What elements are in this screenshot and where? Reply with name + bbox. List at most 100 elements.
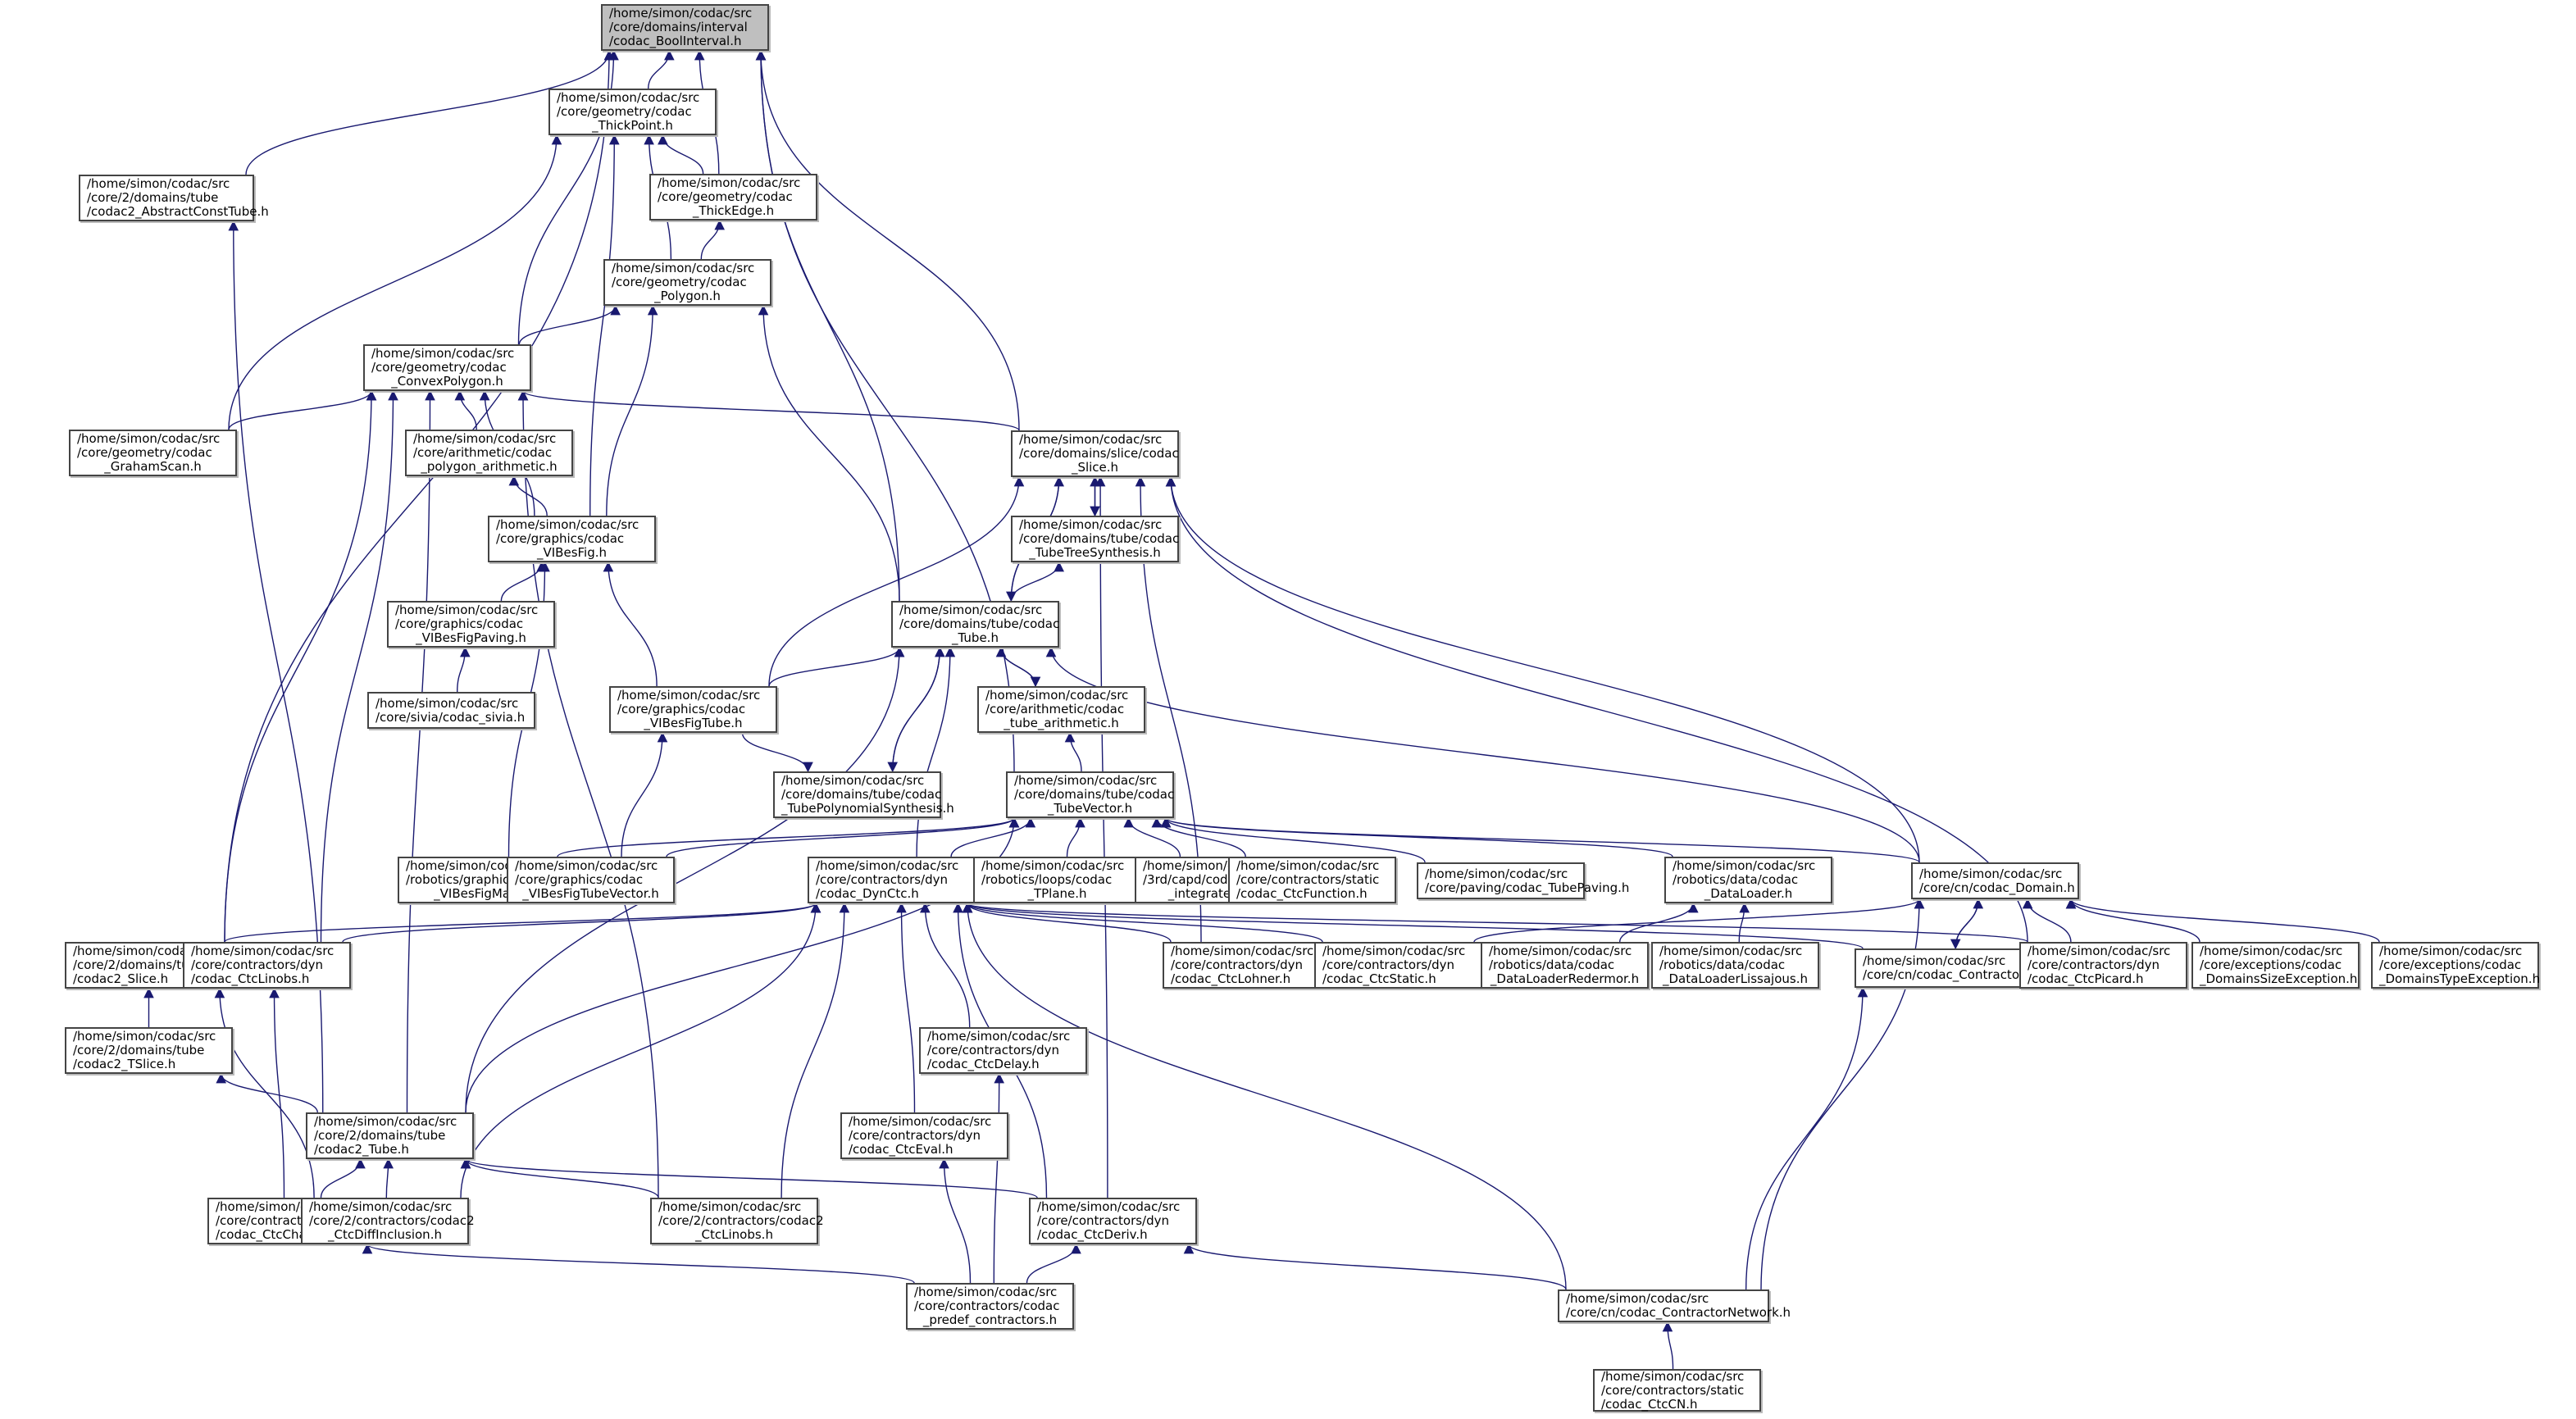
dependency-edge xyxy=(781,902,850,1198)
dependency-edge xyxy=(993,1072,1004,1284)
graph-node[interactable]: /home/simon/codac/src/core/contractors/d… xyxy=(840,1112,1008,1159)
graph-node[interactable]: /home/simon/codac/src/core/domains/tube/… xyxy=(891,601,1059,648)
node-label-line: _VIBesFigTubeVector.h xyxy=(522,886,659,901)
graph-node[interactable]: /home/simon/codac/src/core/exceptions/co… xyxy=(2371,942,2540,989)
graph-node[interactable]: /home/simon/codac/src/core/cn/codac_Doma… xyxy=(1911,862,2079,899)
node-label-line: /core/contractors/dyn xyxy=(191,957,324,972)
node-label-line: /home/simon/codac/src xyxy=(985,688,1129,703)
dependency-edge xyxy=(383,1157,394,1198)
graph-node[interactable]: /home/simon/codac/src/core/arithmetic/co… xyxy=(977,686,1145,733)
dependency-edge xyxy=(666,816,1020,857)
node-label-line: /codac_CtcDelay.h xyxy=(927,1057,1040,1071)
graph-node[interactable]: /home/simon/codac/src/core/2/domains/tub… xyxy=(65,1027,233,1074)
node-label-line: /core/domains/tube/codac xyxy=(1019,531,1180,546)
node-label-line: _VIBesFigPaving.h xyxy=(416,630,526,645)
node-label-line: /core/cn/codac_Domain.h xyxy=(1919,880,2075,895)
graph-node[interactable]: /home/simon/codac/src/core/2/domains/tub… xyxy=(79,175,269,221)
graph-node[interactable]: /home/simon/codac/src/core/geometry/coda… xyxy=(363,344,531,391)
graph-node[interactable]: /home/simon/codac/src/core/geometry/coda… xyxy=(548,89,717,135)
graph-node[interactable]: /home/simon/codac/src/core/contractors/s… xyxy=(1593,1369,1761,1412)
dependency-edge xyxy=(1160,816,1426,863)
node-label-line: /home/simon/codac/src xyxy=(496,517,639,532)
dependency-edge xyxy=(1473,898,1925,943)
node-label-line: /robotics/data/codac xyxy=(1673,872,1799,887)
graph-node[interactable]: /home/simon/codac/src/core/paving/codac_… xyxy=(1417,862,1629,899)
node-label-line: /codac_BoolInterval.h xyxy=(609,34,742,48)
node-label-line: _TubePolynomialSynthesis.h xyxy=(781,801,954,816)
dependency-edge xyxy=(1662,1321,1674,1370)
node-label-line: _Slice.h xyxy=(1071,460,1119,475)
graph-node[interactable]: /home/simon/codac/src/core/graphics/coda… xyxy=(488,516,656,562)
dependency-edge xyxy=(658,134,704,175)
dependency-edge xyxy=(517,389,659,1198)
node-label-line: _TubeVector.h xyxy=(1047,801,1133,816)
graph-node[interactable]: /home/simon/codac/src/core/2/contractors… xyxy=(650,1198,824,1244)
graph-node[interactable]: /home/simon/codac/src/core/contractors/c… xyxy=(906,1283,1074,1330)
graph-node[interactable]: /home/simon/codac/src/core/contractors/d… xyxy=(808,857,976,903)
dependency-edge xyxy=(741,732,813,773)
node-label-line: _ConvexPolygon.h xyxy=(391,374,503,389)
dependency-edge xyxy=(1165,475,2028,943)
node-label-line: /core/2/domains/tube xyxy=(314,1128,446,1143)
node-label-line: /home/simon/codac/src xyxy=(557,90,700,105)
node-label-line: /codac_CtcDeriv.h xyxy=(1037,1227,1148,1242)
node-label-line: /core/graphics/codac xyxy=(496,531,625,546)
dependency-edge xyxy=(1151,816,1246,857)
node-label-line: /codac_DynCtc.h xyxy=(816,886,919,901)
graph-node[interactable]: /home/simon/codac/src/core/exceptions/co… xyxy=(2191,942,2360,989)
graph-node[interactable]: /home/simon/codac/src/core/domains/tube/… xyxy=(773,771,954,818)
node-label-line: /home/simon/codac/src xyxy=(2379,944,2523,958)
node-label-line: /core/cn/codac_Contractor.h xyxy=(1863,967,2036,982)
dependency-edge xyxy=(1000,647,1041,688)
dependency-edge xyxy=(962,902,1323,943)
dependency-edge xyxy=(224,902,821,943)
graph-node[interactable]: /home/simon/codac/src/core/contractors/d… xyxy=(183,942,351,989)
dependency-edge xyxy=(962,902,1567,1290)
graph-node[interactable]: /home/simon/codac/src/core/geometry/coda… xyxy=(603,259,771,306)
graph-node[interactable]: /home/simon/codac/src/core/domains/tube/… xyxy=(1011,516,1179,562)
dependency-edge xyxy=(589,134,620,516)
node-label-line: _VIBesFig.h xyxy=(536,545,608,560)
graph-node[interactable]: /home/simon/codac/src/core/domains/slice… xyxy=(1011,430,1179,477)
node-label-line: /core/contractors/dyn xyxy=(927,1043,1060,1057)
dependency-edge xyxy=(939,1157,972,1284)
graph-node[interactable]: /home/simon/codac/src/core/geometry/coda… xyxy=(649,174,817,221)
graph-node[interactable]: /home/simon/codac/src/core/arithmetic/co… xyxy=(405,430,573,476)
node-label-line: /home/simon/codac/src xyxy=(395,603,539,617)
graph-node[interactable]: /home/simon/codac/src/robotics/data/coda… xyxy=(1651,942,1819,989)
graph-node[interactable]: /home/simon/codac/src/core/graphics/coda… xyxy=(387,601,555,648)
graph-node[interactable]: /home/simon/codac/src/core/contractors/d… xyxy=(919,1027,1087,1074)
graph-node[interactable]: /home/simon/codac/src/core/contractors/d… xyxy=(2019,942,2187,989)
dependency-edge xyxy=(2065,898,2380,943)
graph-node[interactable]: /home/simon/codac/src/core/graphics/coda… xyxy=(609,686,777,733)
node-label-line: /home/simon/codac/src xyxy=(1673,858,1816,873)
dependency-edge xyxy=(557,816,1020,857)
graph-node[interactable]: /home/simon/codac/src/core/domains/tube/… xyxy=(1006,771,1174,818)
graph-node[interactable]: /home/simon/codac/src/core/contractors/s… xyxy=(1228,857,1396,903)
dependency-edge xyxy=(216,1072,318,1113)
node-label-line: /home/simon/codac/src xyxy=(2200,944,2343,958)
graph-node[interactable]: /home/simon/codac/src/core/2/domains/tub… xyxy=(306,1112,474,1159)
node-label-line: _Tube.h xyxy=(952,630,999,645)
graph-node[interactable]: /home/simon/codac/src/core/cn/codac_Cont… xyxy=(1558,1289,1791,1322)
graph-node[interactable]: /home/simon/codac/src/core/contractors/d… xyxy=(1163,942,1331,989)
graph-node[interactable]: /home/simon/codac/src/core/geometry/coda… xyxy=(69,430,237,476)
dependency-edge xyxy=(457,646,471,693)
graph-node[interactable]: /home/simon/codac/src/robotics/data/coda… xyxy=(1481,942,1649,989)
node-label-line: /home/simon/codac/src xyxy=(1659,944,1803,958)
graph-node[interactable]: /home/simon/codac/src/core/domains/inter… xyxy=(601,4,769,51)
node-label-line: /home/simon/codac/src xyxy=(1037,1199,1181,1214)
graph-node[interactable]: /home/simon/codac/src/core/sivia/codac_s… xyxy=(367,692,535,729)
graph-node[interactable]: /home/simon/codac/src/core/cn/codac_Cont… xyxy=(1855,948,2036,988)
node-label-line: /core/contractors/dyn xyxy=(1171,957,1304,972)
node-label-line: /home/simon/codac/src xyxy=(515,858,658,873)
node-label-line: /robotics/data/codac xyxy=(1659,957,1786,972)
graph-node[interactable]: /home/simon/codac/src/core/contractors/d… xyxy=(1029,1198,1197,1244)
graph-node[interactable]: /home/simon/codac/src/core/graphics/coda… xyxy=(507,857,675,903)
graph-node[interactable]: /home/simon/codac/src/core/contractors/d… xyxy=(1314,942,1482,989)
dependency-edge xyxy=(1135,475,1202,943)
graph-node[interactable]: /home/simon/codac/src/robotics/data/coda… xyxy=(1664,857,1832,903)
graph-node[interactable]: /home/simon/codac/src/core/2/contractors… xyxy=(301,1198,475,1244)
graph-node[interactable]: /home/simon/codac/src/robotics/loops/cod… xyxy=(973,857,1141,903)
